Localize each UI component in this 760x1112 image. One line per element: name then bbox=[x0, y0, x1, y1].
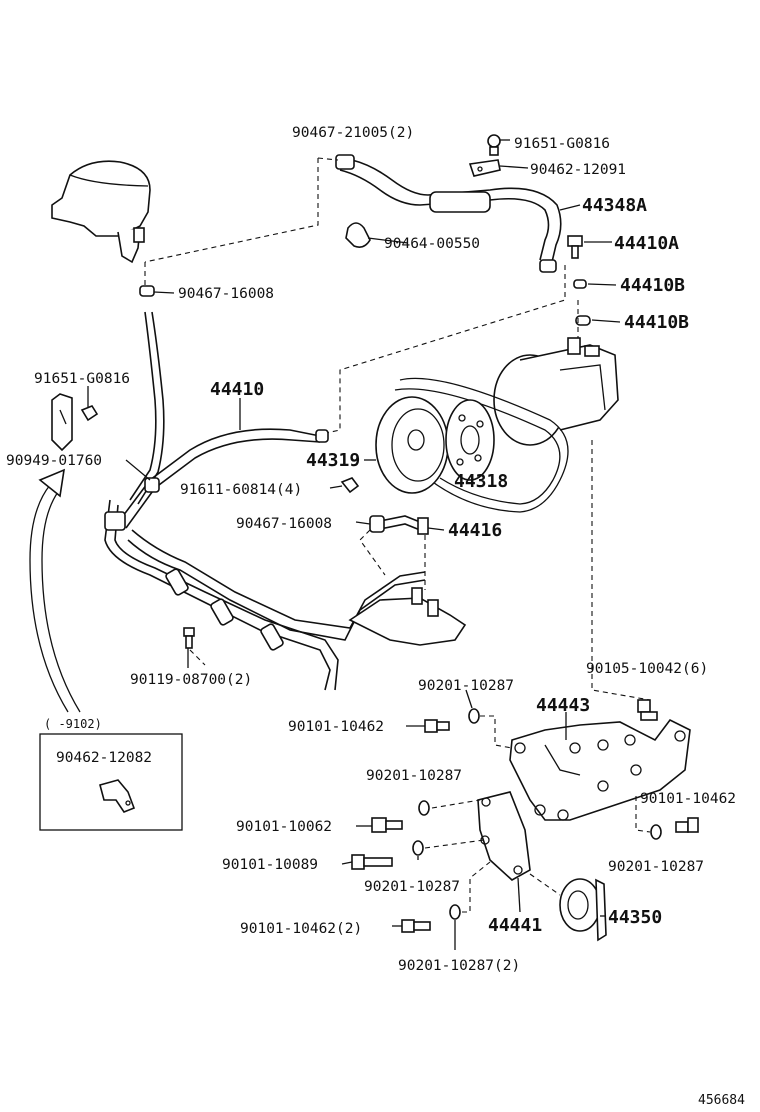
label-44443: 44443 bbox=[536, 695, 590, 716]
hose-44416 bbox=[369, 515, 429, 535]
label-90464-00550: 90464-00550 bbox=[384, 236, 480, 252]
bolt-91651-left bbox=[80, 405, 99, 422]
idler-pulley-44350 bbox=[559, 878, 607, 942]
inset-box bbox=[39, 733, 183, 831]
inset-arrow-head bbox=[38, 468, 66, 498]
label-90949-01760: 90949-01760 bbox=[6, 453, 102, 469]
drive-belt bbox=[394, 377, 569, 513]
inset-arrow-shaft-2 bbox=[41, 491, 81, 713]
bolt-90101-10089 bbox=[351, 854, 393, 870]
washer-90201-c bbox=[412, 840, 424, 856]
bolt-90119 bbox=[183, 627, 195, 649]
inset-part-label: 90462-12082 bbox=[56, 750, 152, 766]
power-steering-pump bbox=[493, 337, 619, 446]
label-44410b-1: 44410B bbox=[620, 275, 685, 296]
label-44348a: 44348A bbox=[582, 195, 647, 216]
label-90201-10287-d: 90201-10287(2) bbox=[398, 958, 520, 974]
label-44410: 44410 bbox=[210, 379, 264, 400]
label-91651-g0816-top: 91651-G0816 bbox=[514, 136, 610, 152]
hose-44410 bbox=[119, 285, 329, 529]
bolt-91611 bbox=[340, 477, 360, 494]
return-pipes bbox=[104, 477, 426, 691]
label-90119-08700: 90119-08700(2) bbox=[130, 672, 252, 688]
label-90101-10089: 90101-10089 bbox=[222, 857, 318, 873]
label-90467-16008-top: 90467-16008 bbox=[178, 286, 274, 302]
bolt-44410a bbox=[567, 235, 583, 259]
hose-44348a bbox=[335, 154, 562, 273]
inset-arrow-shaft bbox=[29, 484, 69, 713]
label-44410a: 44410A bbox=[614, 233, 679, 254]
label-44410b-2: 44410B bbox=[624, 312, 689, 333]
label-44350: 44350 bbox=[608, 907, 662, 928]
inset-range-label: ( -9102) bbox=[44, 717, 102, 731]
bolt-90101-10462-b bbox=[401, 919, 431, 933]
washer-90201-b bbox=[418, 800, 430, 816]
bracket-44443 bbox=[509, 718, 691, 821]
bolt-90101-10062 bbox=[371, 817, 403, 833]
bracket-90949-01760 bbox=[51, 393, 73, 452]
label-90105-10042: 90105-10042(6) bbox=[586, 661, 708, 677]
bolt-90101-10462-c bbox=[675, 817, 699, 833]
plate-44318 bbox=[445, 399, 495, 481]
bolt-90101-10462-a bbox=[424, 719, 450, 733]
washer-90201-a bbox=[468, 708, 480, 724]
clamp-90462-12091 bbox=[468, 159, 501, 177]
label-90201-10287-c: 90201-10287 bbox=[364, 879, 460, 895]
washer-90201-d bbox=[449, 904, 461, 920]
label-44319: 44319 bbox=[306, 450, 360, 471]
label-90201-10287-b: 90201-10287 bbox=[366, 768, 462, 784]
steering-gear-housing bbox=[348, 587, 467, 646]
label-90101-10462-c: 90101-10462 bbox=[640, 791, 736, 807]
label-90467-21005: 90467-21005(2) bbox=[292, 125, 414, 141]
label-90101-10062: 90101-10062 bbox=[236, 819, 332, 835]
washer-44410b-1 bbox=[573, 279, 587, 289]
washer-44410b-2 bbox=[575, 315, 591, 326]
clip-90464-00550 bbox=[345, 222, 371, 248]
label-90101-10462-b: 90101-10462(2) bbox=[240, 921, 362, 937]
plate-44441 bbox=[477, 791, 531, 881]
label-44318: 44318 bbox=[454, 471, 508, 492]
washer-90201-e bbox=[650, 824, 662, 840]
label-90201-10287-e: 90201-10287 bbox=[608, 859, 704, 875]
figure-id: 456684 bbox=[698, 1093, 745, 1108]
pulley-44319 bbox=[375, 396, 449, 494]
label-90467-16008-mid: 90467-16008 bbox=[236, 516, 332, 532]
label-90201-10287-a: 90201-10287 bbox=[418, 678, 514, 694]
label-44441: 44441 bbox=[488, 915, 542, 936]
bolt-90105 bbox=[637, 699, 658, 721]
label-44416: 44416 bbox=[448, 520, 502, 541]
bolt-91651-top bbox=[487, 134, 501, 156]
label-91611-60814: 91611-60814(4) bbox=[180, 482, 302, 498]
label-90101-10462-a: 90101-10462 bbox=[288, 719, 384, 735]
reservoir-tank bbox=[51, 160, 151, 264]
label-90462-12091: 90462-12091 bbox=[530, 162, 626, 178]
label-91651-g0816-left: 91651-G0816 bbox=[34, 371, 130, 387]
